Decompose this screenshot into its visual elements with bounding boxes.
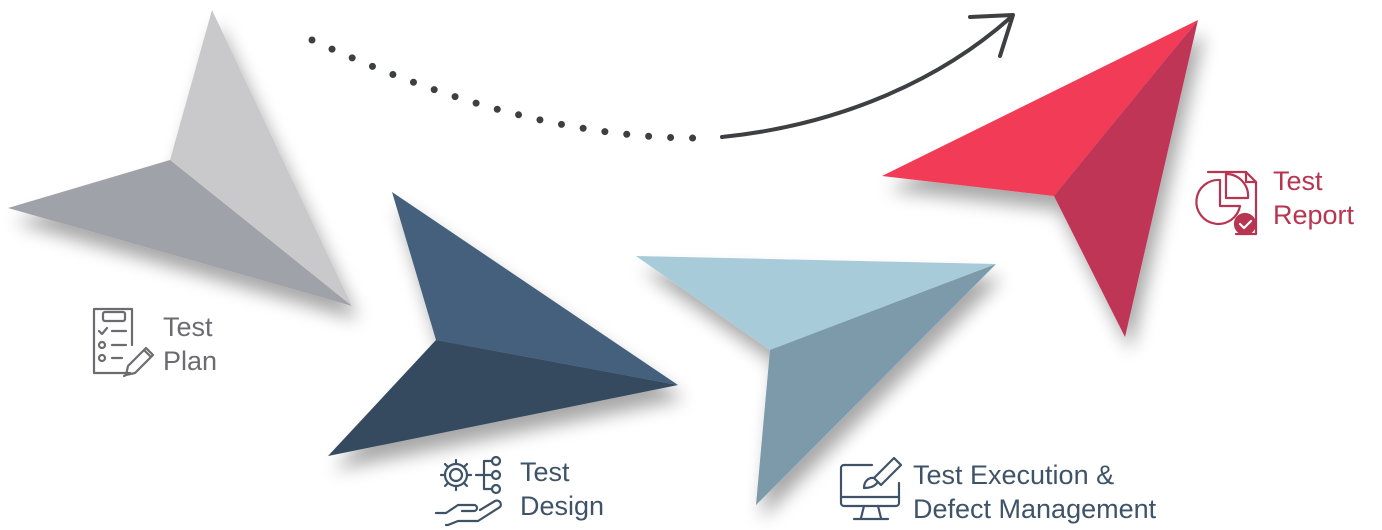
curved-arrow-head — [968, 13, 1015, 58]
plan-label-line2: Plan — [163, 346, 218, 376]
execution-arrow-shape — [636, 256, 996, 505]
gear-hand-network-icon — [434, 455, 502, 527]
stage-label-report: Test Report — [1273, 164, 1354, 232]
stage-label-design: Test Design — [520, 455, 604, 523]
monitor-brush-icon — [839, 456, 903, 521]
stage-label-plan: Test Plan — [163, 310, 217, 378]
design-label-line1: Test — [520, 457, 570, 487]
plan-arrow-shape — [8, 10, 352, 306]
stage-label-execution: Test Execution & Defect Management — [913, 458, 1156, 526]
design-label-line2: Design — [520, 491, 605, 521]
design-arrow-shape — [328, 192, 678, 456]
execution-label-line2: Defect Management — [913, 494, 1157, 524]
report-label-line1: Test — [1273, 166, 1323, 196]
curved-arrow-line — [720, 16, 1012, 139]
report-arrow-shape — [882, 20, 1198, 337]
report-label-line2: Report — [1273, 200, 1355, 230]
dotted-path — [308, 36, 709, 142]
checklist-pencil-icon — [92, 307, 155, 378]
progress-connector — [308, 13, 1015, 142]
execution-label-line1: Test Execution & — [913, 460, 1115, 490]
pie-chart-document-icon — [1195, 170, 1258, 236]
plan-label-line1: Test — [163, 312, 213, 342]
